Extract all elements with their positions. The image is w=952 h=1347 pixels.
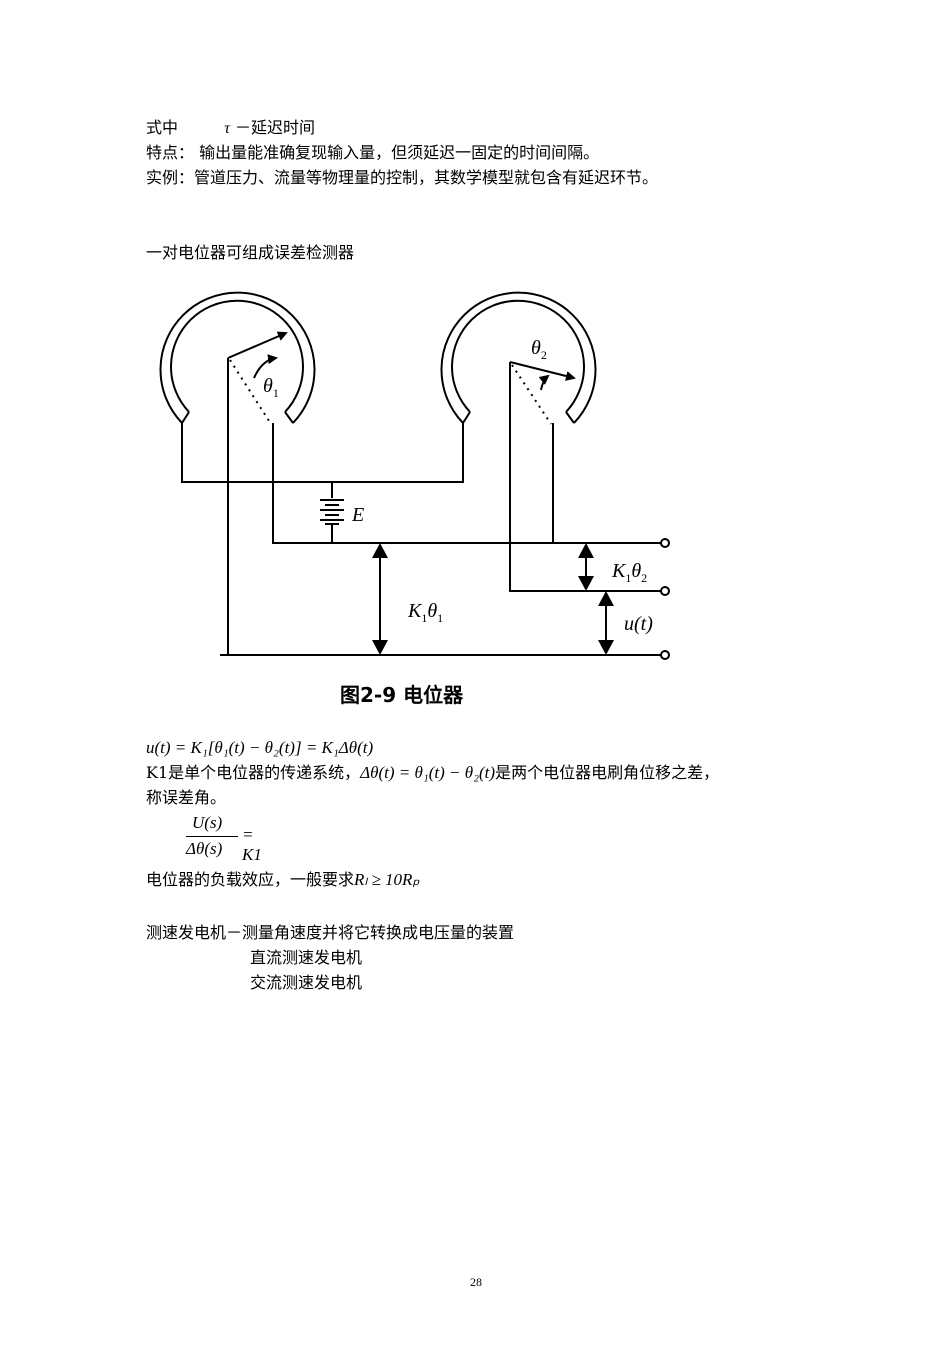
- k1theta1-label: K1θ1: [407, 600, 443, 625]
- pot1-inner-arc: [170, 299, 304, 413]
- k1theta2-label: K1θ2: [611, 560, 647, 585]
- pot1-wiper-arrow: [227, 331, 288, 359]
- pot2-inner-arc: [451, 299, 585, 413]
- fraction-numerator: U(s): [192, 813, 223, 832]
- theta2-angle-arrow: [538, 374, 550, 391]
- dc-tachogenerator-item: 直流测速发电机: [250, 948, 363, 967]
- fraction-denominator: Δθ(s): [186, 839, 223, 858]
- terminal-top: [660, 538, 670, 548]
- example-line: 实例：管道压力、流量等物理量的控制，其数学模型就包含有延迟环节。: [146, 168, 659, 187]
- feature-line: 特点： 输出量能准确复现输入量，但须延迟一固定的时间间隔。: [146, 143, 600, 162]
- battery-icon: [320, 499, 344, 525]
- label-shizhong: 式中: [146, 118, 179, 137]
- k1-desc-part1: K1是单个电位器的传递系统，: [146, 763, 361, 782]
- potentiometer-diagram: θ1 θ2 E K1θ2 K1θ1 u(t): [159, 291, 670, 660]
- fraction-bar: [186, 836, 238, 837]
- delay-time-text: －延迟时间: [235, 118, 316, 137]
- theta2-label: θ2: [531, 337, 547, 362]
- equation-ut: u(t) = K₁[θ₁(t) − θ₂(t)] = K₁Δθ(t): [146, 738, 374, 757]
- delta-theta-equation: Δθ(t) = θ₁(t) − θ₂(t): [360, 763, 496, 782]
- section-intro: 一对电位器可组成误差检测器: [146, 243, 355, 262]
- pot2-wiper-arrow: [509, 361, 576, 381]
- k1-description-line: K1是单个电位器的传递系统，Δθ(t) = θ₁(t) − θ₂(t)是两个电位…: [146, 763, 719, 783]
- ac-tachogenerator-item: 交流测速发电机: [250, 973, 363, 992]
- load-effect-line: 电位器的负载效应，一般要求Rₗ ≥ 10Rₚ: [146, 870, 420, 890]
- terminal-bottom: [660, 650, 670, 660]
- theta1-angle-arrow: [253, 354, 278, 379]
- terminal-middle: [660, 586, 670, 596]
- load-condition: Rₗ ≥ 10Rₚ: [354, 870, 420, 889]
- error-angle-line: 称误差角。: [146, 788, 227, 807]
- pot2-dotted-reference: [511, 364, 552, 425]
- page-number: 28: [470, 1275, 482, 1289]
- battery-label-E: E: [351, 504, 364, 526]
- figure-caption: 图2-9 电位器: [340, 683, 464, 707]
- pot1-outer-arc: [159, 291, 316, 424]
- ut-label: u(t): [624, 613, 653, 635]
- tau-symbol: τ: [224, 120, 230, 137]
- load-effect-text: 电位器的负载效应，一般要求: [146, 870, 355, 889]
- pot2-outer-arc: [440, 291, 597, 424]
- fraction-rhs: = K1: [242, 825, 262, 864]
- tachogenerator-line: 测速发电机－测量角速度并将它转换成电压量的装置: [146, 923, 515, 942]
- pot1-dotted-reference: [229, 359, 272, 425]
- theta1-label: θ1: [263, 375, 279, 400]
- k1-desc-part2: 是两个电位器电刷角位移之差，: [495, 763, 720, 782]
- definition-line: 式中 τ －延迟时间: [146, 118, 315, 139]
